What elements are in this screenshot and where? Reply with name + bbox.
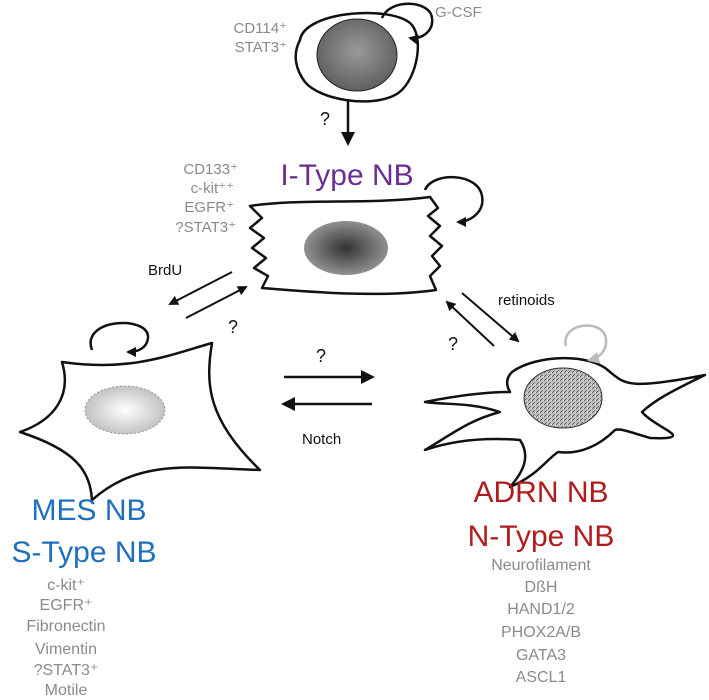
i-type-marker: c-kit⁺⁺ [191, 180, 234, 197]
top-self-renewal-arrow [380, 2, 434, 45]
mes-marker: EGFR⁺ [40, 597, 93, 614]
mes-to-i-arrow [185, 286, 248, 319]
i-to-mes-arrow [168, 271, 233, 305]
left-question: ? [228, 317, 238, 337]
adrn-cell [423, 356, 707, 489]
middle-question: ? [316, 346, 326, 366]
i-to-adrn-arrow [461, 292, 520, 343]
mes-marker: Motile [45, 682, 88, 699]
i-type-marker: EGFR⁺ [184, 199, 234, 216]
adrn-marker: HAND1/2 [507, 601, 575, 618]
n-type-title: N-Type NB [468, 520, 615, 553]
i-type-self-renewal-arrow [423, 176, 484, 227]
top-question: ? [320, 109, 330, 129]
top-marker: CD114⁺ [234, 20, 288, 37]
mes-marker: ?STAT3⁺ [34, 662, 99, 679]
mes-marker: Fibronectin [26, 618, 105, 635]
top-signal-label: G-CSF [435, 4, 482, 21]
mes-title: MES NB [31, 494, 146, 527]
adrn-self-renewal-arrow [564, 324, 608, 364]
retinoids-label: retinoids [498, 292, 555, 309]
mes-self-renewal-arrow [89, 321, 150, 357]
mes-marker: Vimentin [35, 641, 97, 658]
i-type-cell [248, 195, 444, 296]
top-cell [294, 11, 420, 103]
adrn-marker: Neurofilament [491, 557, 591, 574]
mes-cell [18, 341, 262, 502]
right-question: ? [448, 334, 458, 354]
adrn-marker: ASCL1 [516, 669, 567, 686]
top-marker: STAT3⁺ [235, 39, 287, 56]
adrn-to-i-arrow [445, 300, 495, 347]
s-type-title: S-Type NB [11, 536, 156, 569]
brdu-label: BrdU [148, 262, 182, 279]
adrn-title: ADRN NB [473, 476, 608, 509]
i-type-marker: CD133⁺ [183, 161, 238, 178]
adrn-marker: PHOX2A/B [501, 624, 581, 641]
mes-marker: c-kit⁺ [47, 577, 85, 594]
i-type-marker: ?STAT3⁺ [175, 219, 236, 236]
adrn-marker: GATA3 [516, 647, 566, 664]
i-type-title: I-Type NB [280, 159, 413, 192]
notch-label: Notch [302, 431, 341, 448]
adrn-marker: DßH [525, 579, 558, 596]
